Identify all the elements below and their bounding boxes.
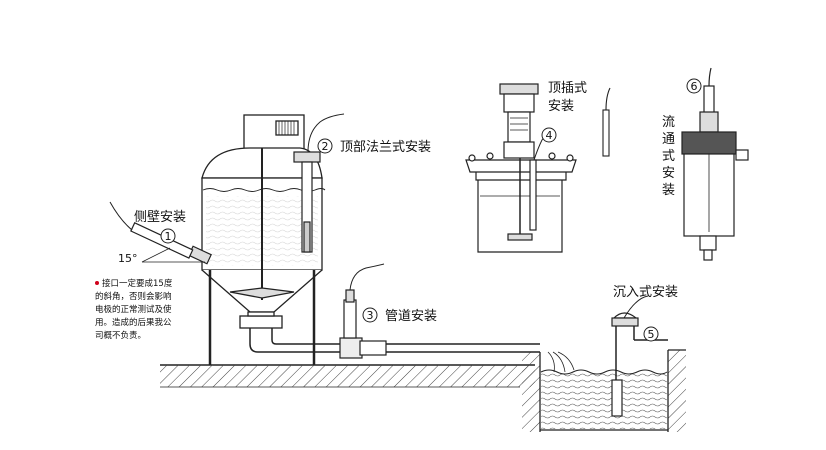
note-line: 司概不负责。	[95, 330, 146, 341]
label-side-wall: 侧壁安装	[134, 210, 186, 225]
label-flow-through-char: 装	[662, 183, 675, 198]
marker-4-number: 4	[546, 129, 553, 142]
marker-4: 4	[541, 127, 557, 143]
label-flow-through-char: 通	[662, 132, 675, 147]
marker-2: 2	[317, 138, 333, 154]
ground	[160, 349, 686, 432]
marker-6: 6	[686, 78, 702, 94]
marker-6-number: 6	[691, 80, 698, 93]
flow-through-assembly	[681, 67, 749, 261]
note-line: 接口一定要成15度	[102, 278, 173, 289]
side-wall-sensor	[109, 201, 212, 265]
label-top-insert-2: 安装	[548, 99, 574, 114]
marker-1: 1	[160, 228, 176, 244]
immersion-assembly	[611, 295, 668, 417]
marker-3: 3	[362, 307, 378, 323]
main-tank	[201, 114, 540, 365]
label-flow-through-char: 安	[662, 166, 675, 181]
note-line: 电极的正常测试及使	[95, 304, 172, 315]
label-flow-through-char: 式	[662, 149, 675, 164]
label-top-flange: 顶部法兰式安装	[340, 140, 431, 155]
warning-note: 接口一定要成15度 的斜角，否则会影响 电极的正常测试及使 用。造成的后果我公 …	[95, 278, 173, 341]
label-immersion: 沉入式安装	[613, 285, 678, 300]
top-flange-sensor	[293, 113, 345, 253]
note-bullet	[95, 281, 99, 285]
label-flow-through: 流 通 式 安 装	[662, 115, 675, 198]
pipeline-sensor	[339, 263, 387, 359]
note-line: 的斜角，否则会影响	[95, 291, 172, 302]
label-pipeline: 管道安装	[385, 309, 437, 324]
top-insert-assembly	[465, 83, 577, 253]
label-top-insert-1: 顶插式	[548, 81, 587, 96]
marker-1-number: 1	[165, 230, 172, 243]
note-line: 用。造成的后果我公	[95, 317, 172, 328]
marker-5: 5	[643, 326, 659, 342]
top-insert-probe	[602, 87, 611, 157]
marker-2-number: 2	[322, 140, 329, 153]
marker-3-number: 3	[367, 309, 374, 322]
angle-label: 15°	[118, 252, 138, 265]
label-flow-through-char: 流	[662, 115, 675, 130]
marker-5-number: 5	[648, 328, 655, 341]
pit-water	[540, 351, 668, 429]
